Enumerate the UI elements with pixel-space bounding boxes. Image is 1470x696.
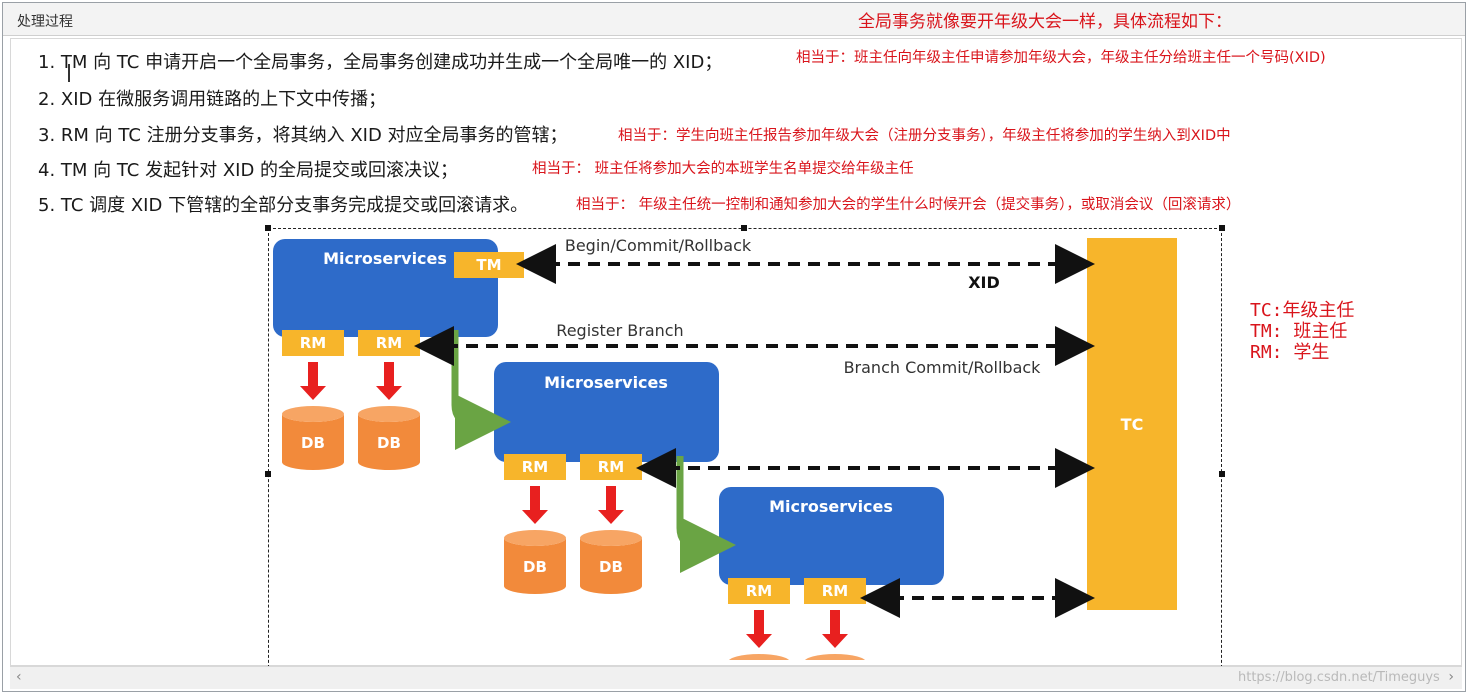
rm-label-2b: RM [598,458,624,476]
scroll-right-arrow-icon[interactable]: › [1448,669,1454,685]
legend-tc: TC:年级主任 [1250,300,1355,321]
rm-box-1a [282,330,344,356]
microservices-label-3: Microservices [769,497,893,516]
microservices-label-1: Microservices [323,249,447,268]
header-note: 全局事务就像要开年级大会一样，具体流程如下： [858,12,1232,32]
pane-title: 处理过程 [17,14,73,30]
scroll-left-arrow-icon[interactable]: ‹ [16,669,22,685]
microservices-box-1 [273,239,498,337]
rm-label-3a: RM [746,582,772,600]
microservices-label-2: Microservices [544,373,668,392]
step-3: 3. RM 向 TC 注册分支事务，将其纳入 XID 对应全局事务的管辖； [38,125,568,146]
resize-handle-w[interactable] [265,471,271,477]
db-label-2a: DB [523,558,547,576]
content-area[interactable] [10,38,1462,666]
resize-handle-nw[interactable] [265,225,271,231]
rm-label-3b: RM [822,582,848,600]
watermark: https://blog.csdn.net/Timeguys [1238,670,1440,685]
horizontal-scrollbar[interactable]: ‹ › [10,666,1462,689]
tm-box [454,252,524,278]
begin-commit-label: Begin/Commit/Rollback [565,236,752,255]
step-5-note: 相当于： 年级主任统一控制和通知参加大会的学生什么时候开会（提交事务），或取消会… [576,197,1241,213]
rm-label-2a: RM [522,458,548,476]
tm-label: TM [476,256,501,274]
legend-rm: RM: 学生 [1250,342,1330,363]
step-4-note: 相当于： 班主任将参加大会的本班学生名单提交给年级主任 [532,161,914,177]
resize-handle-ne[interactable] [1219,225,1225,231]
rm-box-3b [804,578,866,604]
red-down-arrow-icon [300,362,848,648]
legend-tm: TM: 班主任 [1250,321,1348,342]
resize-handle-n[interactable] [741,225,747,231]
rm-box-1b [358,330,420,356]
register-branch-label: Register Branch [556,321,683,340]
green-call-arrow-icon [676,456,736,573]
step-2: 2. XID 在微服务调用链路的上下文中传播； [38,89,387,110]
microservices-box-3 [719,487,944,585]
step-4: 4. TM 向 TC 发起针对 XID 的全局提交或回滚决议； [38,160,459,181]
step-1: 1. TM 向 TC 申请开启一个全局事务，全局事务创建成功并生成一个全局唯一的… [38,52,723,73]
tc-bar [1087,238,1177,610]
rm-box-2a [504,454,566,480]
branch-commit-label: Branch Commit/Rollback [844,358,1042,377]
tc-label: TC [1121,415,1144,434]
step-5: 5. TC 调度 XID 下管辖的全部分支事务完成提交或回滚请求。 [38,195,529,216]
step-1-note: 相当于：班主任向年级主任申请参加年级大会，年级主任分给班主任一个号码(XID) [796,50,1326,66]
text-cursor-icon [68,64,70,82]
resize-handle-e[interactable] [1219,471,1225,477]
db-label-1b: DB [377,434,401,452]
rm-box-2b [580,454,642,480]
xid-label: XID [968,273,1000,292]
rm-box-3a [728,578,790,604]
db-label-1a: DB [301,434,325,452]
rm-label-1a: RM [300,334,326,352]
db-label-2b: DB [599,558,623,576]
db-cylinder [282,406,866,660]
step-3-note: 相当于：学生向班主任报告参加年级大会（注册分支事务），年级主任将参加的学生纳入到… [618,128,1231,144]
pane-header: 处理过程 [3,3,1465,36]
rm-label-1b: RM [376,334,402,352]
green-call-arrow-icon [451,330,511,450]
microservices-box-2 [494,362,719,462]
